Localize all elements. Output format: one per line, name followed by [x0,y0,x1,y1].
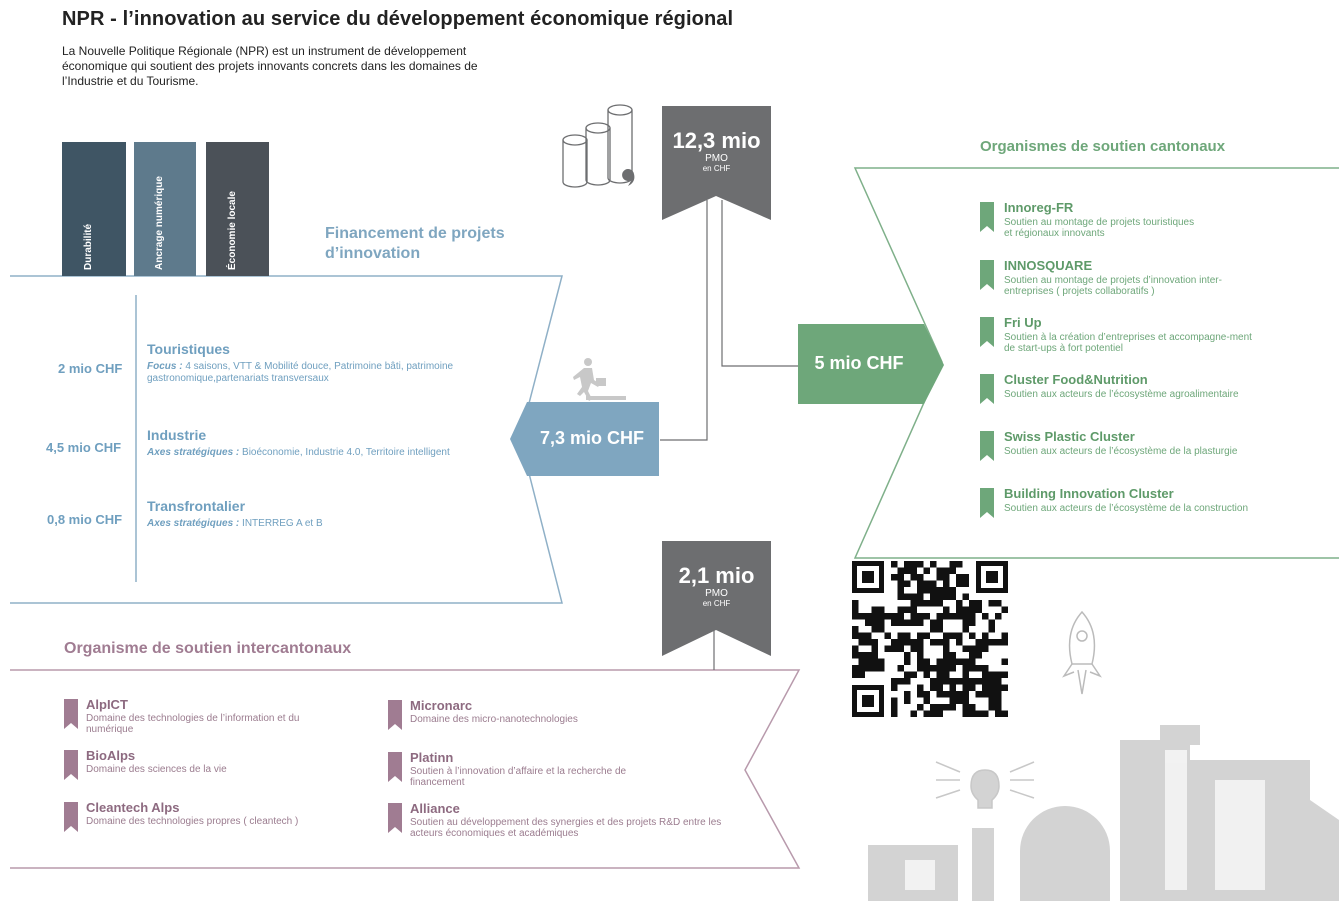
category-desc-text: 4 saisons, VTT & Mobilité douce, Patrimo… [147,361,454,384]
intercantonal-item-name: Platinn [410,750,454,765]
category-desc-text: INTERREG A et B [239,518,323,529]
walking-person-icon [573,358,626,401]
category-desc-transfrontalier: Axes stratégiques : INTERREG A et B [147,518,507,530]
pillar-economie-locale: Économie locale [206,142,269,276]
financing-title-line1: Financement de projets [325,225,505,242]
bookmark-icon [980,488,994,518]
bookmark-icon [388,752,402,782]
cantonal-title: Organismes de soutien cantonaux [980,138,1226,155]
bookmark-icon [980,260,994,290]
badge-bottom-line2: en CHF [702,599,731,608]
connector-to-cantonal [721,200,798,367]
intercantonal-item-desc: Domaine des micro-nanotechnologies [410,714,578,725]
category-prefix: Axes stratégiques : [147,518,240,529]
pillar-label: Économie locale [226,191,238,270]
intercantonal-item-desc: Soutien à l’innovation d’affaire et la r… [410,766,627,788]
intercantonal-item-name: Micronarc [410,698,473,713]
cantonal-item-desc: Soutien aux acteurs de l’écosystème agro… [1004,389,1239,400]
intercantonal-item-name: BioAlps [86,748,136,763]
skyline-windows [905,750,1265,890]
category-prefix: Focus : [147,361,183,372]
category-desc-industrie: Axes stratégiques : Bioéconomie, Industr… [147,447,507,459]
bookmark-icon [980,374,994,404]
intercantonal-item-name: Cleantech Alps [86,800,180,815]
amount-industrie: 4,5 mio CHF [46,440,122,455]
bookmark-icon [64,802,78,832]
lightbulb-icon [935,761,1035,809]
badge-top: 12,3 mio PMO en CHF [662,128,771,173]
cantonal-amount: 5 mio CHF [814,353,904,373]
badge-bottom-value: 2,1 mio [678,563,755,588]
intro-text: La Nouvelle Politique Régionale (NPR) es… [62,44,478,88]
bookmark-icon [64,750,78,780]
cantonal-item-desc: Soutien aux acteurs de l’écosystème de l… [1004,446,1238,457]
intercantonal-item-desc: Domaine des technologies de l’informatio… [86,713,300,735]
cantonal-item-name: Building Innovation Cluster [1004,486,1174,501]
cantonal-item-desc: Soutien au montage de projets touristiqu… [1004,217,1195,239]
intercantonal-frame [10,669,801,869]
cantonal-item-name: INNOSQUARE [1004,258,1093,273]
qr-modules [852,561,1008,717]
connector-to-financing [660,200,708,441]
intercantonal-title: Organisme de soutien intercantonaux [64,640,352,657]
badge-top-shape [662,106,771,220]
category-prefix: Axes stratégiques : [147,447,240,458]
bookmark-icon [980,431,994,461]
cantonal-item-name: Fri Up [1004,315,1042,330]
badge-bottom-shape [662,541,771,656]
badge-top-line1: PMO [705,153,728,164]
coins-icon [562,104,633,188]
bookmark-icon [64,699,78,729]
category-title-industrie: Industrie [147,427,207,443]
bookmark-icon [980,202,994,232]
bookmark-icon [980,317,994,347]
amount-transfrontalier: 0,8 mio CHF [47,512,123,527]
cantonal-item-desc: Soutien aux acteurs de l’écosystème de l… [1004,503,1249,514]
badge-bottom-line1: PMO [705,588,728,599]
qr-code[interactable] [852,561,1008,717]
intercantonal-item-desc: Domaine des technologies propres ( clean… [86,816,299,827]
category-title-touristiques: Touristiques [147,341,230,357]
pillar-label: Ancrage numérique [154,176,165,270]
cantonal-amount-shape [798,324,944,404]
financing-amount-shape [510,402,659,476]
cantonal-item-name: Swiss Plastic Cluster [1004,429,1135,444]
cantonal-item-desc: Soutien à la création d’entreprises et a… [1004,332,1252,354]
cantonal-item-name: Cluster Food&Nutrition [1004,372,1148,387]
badge-bottom: 2,1 mio PMO en CHF [662,563,771,608]
amount-touristiques: 2 mio CHF [58,361,123,376]
pillar-ancrage-numerique: Ancrage numérique [134,142,196,276]
category-desc-touristiques: Focus : 4 saisons, VTT & Mobilité douce,… [147,361,507,385]
city-skyline [868,725,1339,901]
bookmark-icon [388,700,402,730]
financing-title: Financement de projets d’innovation [325,224,505,264]
coin-drop-icon [622,169,635,186]
intercantonal-item-name: AlpICT [86,697,128,712]
pillar-label: Durabilité [83,223,94,270]
category-title-transfrontalier: Transfrontalier [147,498,246,514]
bookmark-icon [388,803,402,833]
badge-top-value: 12,3 mio [672,128,761,153]
rocket-icon [1062,610,1102,695]
financing-total: 7,3 mio CHF [539,428,645,448]
cantonal-item-desc: Soutien au montage de projets d’innovati… [1004,275,1222,297]
page-title: NPR - l’innovation au service du dévelop… [62,8,734,30]
pillar-durabilite: Durabilité [62,142,126,276]
category-desc-text: Bioéconomie, Industrie 4.0, Territoire i… [239,447,450,458]
badge-top-line2: en CHF [702,164,731,173]
cantonal-item-name: Innoreg-FR [1004,200,1074,215]
intercantonal-item-name: Alliance [410,801,460,816]
financing-title-line2: d’innovation [325,245,421,262]
intercantonal-item-desc: Domaine des sciences de la vie [86,764,227,775]
intercantonal-item-desc: Soutien au développement des synergies e… [410,817,722,839]
